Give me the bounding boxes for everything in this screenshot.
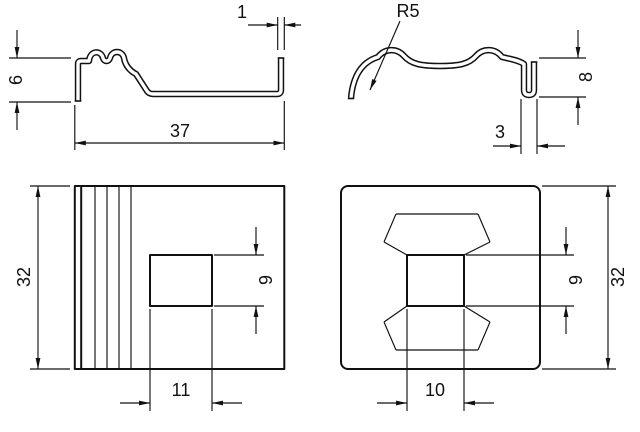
dim-front-hole-width: 11 — [120, 309, 242, 411]
top-outline — [340, 185, 541, 370]
dim-top-hole-height: 9 — [466, 227, 586, 334]
front-outline — [73, 185, 286, 370]
front-hole — [149, 254, 213, 307]
dim-value: 3 — [495, 122, 505, 142]
dim-value: 9 — [566, 275, 586, 285]
fold-line — [477, 213, 491, 243]
dim-value: 11 — [172, 380, 191, 400]
dim-value: 32 — [14, 267, 34, 287]
arch-sheet-inner — [349, 48, 536, 99]
fold-line — [383, 321, 397, 351]
view-front — [73, 185, 286, 370]
fold-line — [383, 305, 408, 323]
view-top — [340, 185, 541, 370]
fold-line — [477, 321, 491, 351]
fold-line — [463, 305, 491, 323]
dim-top-hole-width: 10 — [377, 309, 494, 411]
leader-line — [369, 20, 401, 91]
dim-value: 32 — [608, 267, 628, 287]
dim-foot-height: 8 — [539, 30, 596, 125]
dim-front-hole-height: 9 — [214, 227, 276, 334]
dim-value: 1 — [237, 2, 247, 22]
dim-foot-width: 3 — [493, 99, 565, 154]
fold-line — [383, 213, 397, 243]
dim-overall-width-side: 37 — [74, 101, 285, 150]
dim-bend-radius: R5 — [369, 1, 420, 91]
dim-value: 8 — [576, 72, 596, 82]
fold-line — [463, 241, 491, 256]
dim-front-height: 32 — [14, 185, 70, 370]
dim-hook-height: 6 — [6, 30, 71, 130]
fold-line — [383, 241, 408, 256]
view-side-profile — [74, 48, 285, 102]
dim-value: 6 — [6, 75, 26, 85]
dim-value: 10 — [425, 380, 445, 400]
dim-value: 9 — [256, 275, 276, 285]
top-hole — [406, 254, 465, 307]
dim-value: 37 — [170, 121, 190, 141]
sheet-profile-inner — [76, 50, 283, 101]
dim-value: R5 — [396, 1, 419, 21]
dim-lip-thickness: 1 — [237, 2, 301, 50]
dim-top-height: 32 — [542, 185, 628, 370]
